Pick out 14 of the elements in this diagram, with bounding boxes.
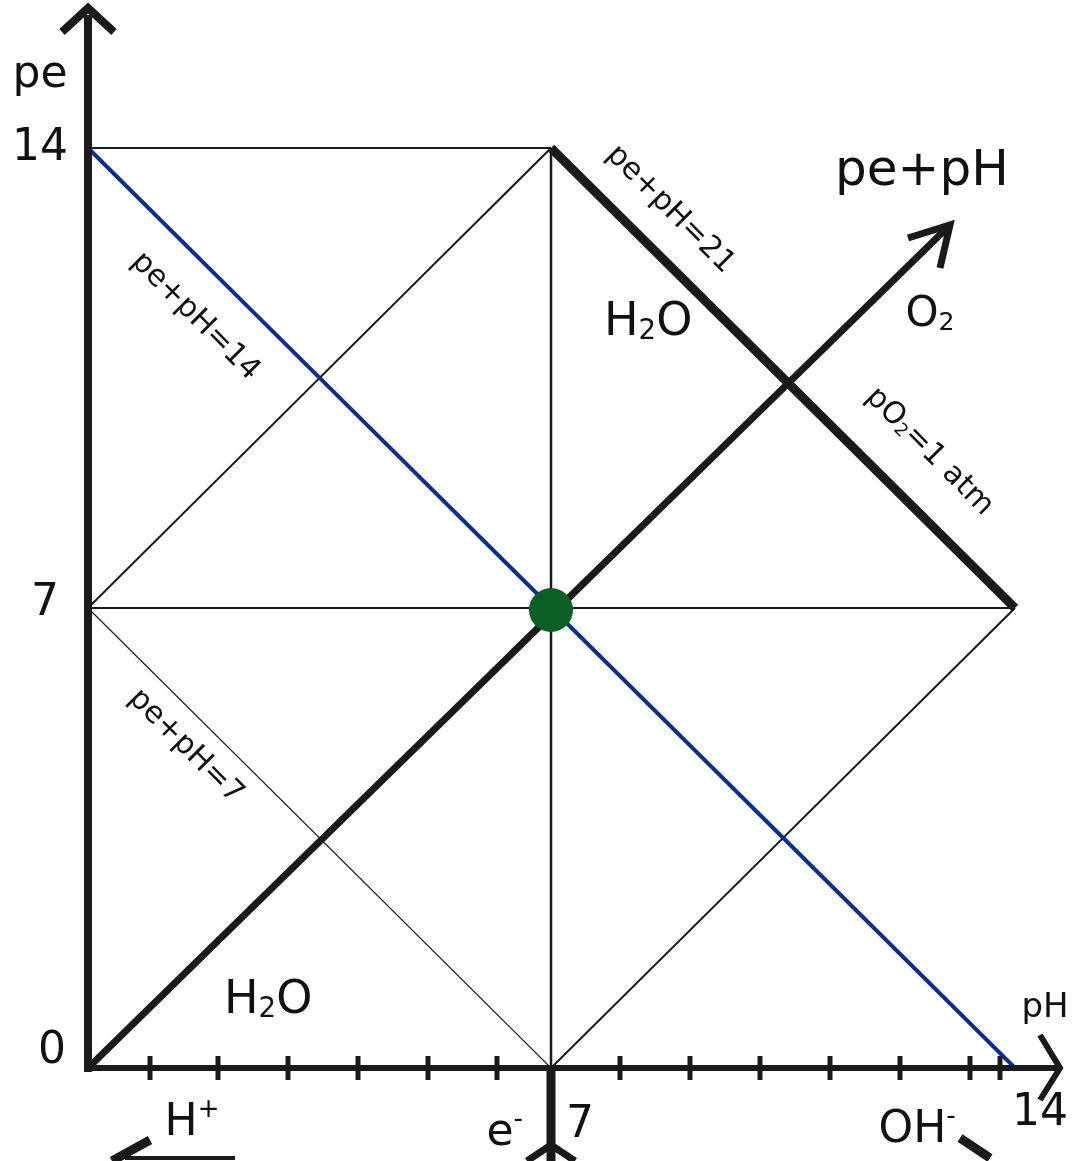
tick-label: 7 [31,578,59,622]
axis-label: pe [12,50,68,94]
tick-label: 0 [38,1026,66,1070]
ion-label: H$^{+}$ [164,1094,220,1142]
ion-label: e$^{-}$ [486,1104,524,1152]
region-label: H$_{2}$O [224,974,313,1022]
axis-label: pH [1021,988,1069,1022]
axis-label: pe+pH [835,143,1009,193]
region-label: H$_{2}$O [604,296,693,344]
region-label: O$_{2}$ [905,290,955,334]
tick-label: 14 [12,123,68,167]
tick-label: 14 [1012,1088,1068,1132]
tick-label: 7 [566,1100,594,1144]
ion-label: OH$^{-}$ [878,1101,956,1149]
